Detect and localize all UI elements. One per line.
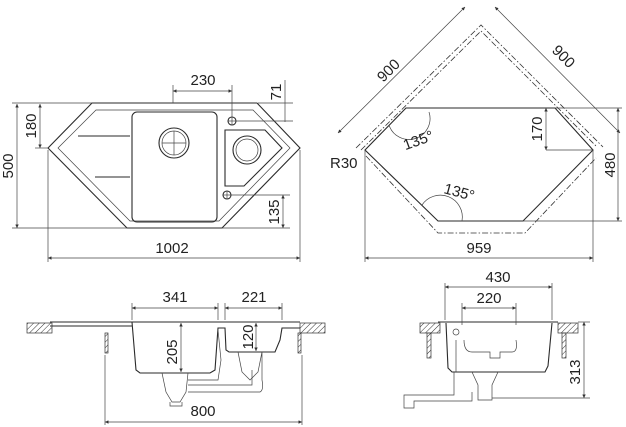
sink-inner-edge bbox=[57, 109, 291, 222]
dim-221: 221 bbox=[241, 289, 266, 306]
dim-341: 341 bbox=[162, 289, 187, 306]
top-view: 230 71 180 500 135 1002 bbox=[0, 72, 301, 262]
dim-220: 220 bbox=[476, 290, 501, 307]
tap-hole-icon bbox=[227, 116, 237, 126]
waste-fittings bbox=[161, 329, 264, 407]
dim-205: 205 bbox=[164, 339, 181, 364]
side-waste-fittings bbox=[403, 328, 517, 409]
dim-800: 800 bbox=[190, 403, 215, 420]
dim-120: 120 bbox=[240, 324, 257, 349]
small-bowl bbox=[224, 129, 283, 187]
cutout-outline bbox=[364, 107, 594, 222]
main-bowl bbox=[131, 111, 218, 223]
dim-480: 480 bbox=[602, 152, 619, 177]
dim-959: 959 bbox=[466, 240, 491, 257]
sink-section bbox=[50, 321, 300, 374]
dim-313: 313 bbox=[567, 359, 584, 384]
countertop-corner bbox=[355, 24, 604, 149]
dim-170: 170 bbox=[529, 116, 546, 141]
tap-hole-icon bbox=[222, 190, 232, 200]
cutout-view: 900 900 170 480 959 R30 135° 135° bbox=[330, 6, 622, 262]
drain-icon bbox=[158, 127, 190, 159]
dim-430: 430 bbox=[485, 269, 510, 286]
small-drain-icon bbox=[232, 135, 262, 165]
dim-230: 230 bbox=[190, 72, 215, 89]
front-section: 341 221 205 120 800 bbox=[26, 289, 326, 425]
angle-top: 135° bbox=[401, 127, 436, 154]
dim-500: 500 bbox=[0, 153, 17, 178]
dim-71: 71 bbox=[268, 84, 285, 101]
sink-outline bbox=[47, 102, 301, 229]
dim-900-left: 900 bbox=[374, 56, 404, 86]
angle-bottom: 135° bbox=[442, 180, 476, 204]
side-section: 430 220 313 bbox=[403, 269, 590, 409]
dim-1002: 1002 bbox=[155, 240, 188, 257]
dim-135: 135 bbox=[266, 199, 283, 224]
sink-side-section bbox=[438, 321, 558, 373]
dim-180: 180 bbox=[23, 113, 40, 138]
dim-900-right: 900 bbox=[548, 42, 578, 72]
radius-label: R30 bbox=[330, 155, 358, 172]
